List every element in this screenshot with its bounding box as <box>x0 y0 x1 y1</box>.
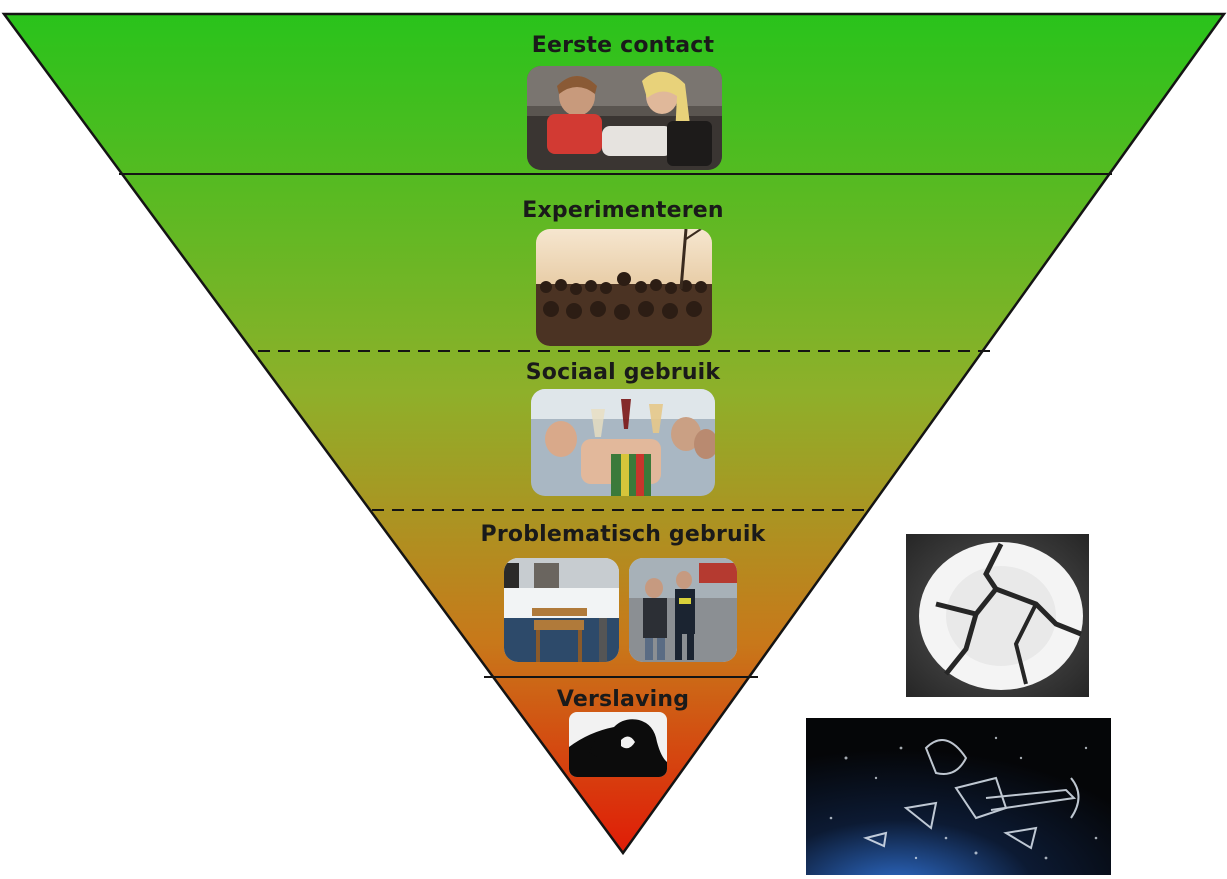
photo-classroom-desk <box>504 558 619 662</box>
level-title-experimenteren: Experimenteren <box>522 198 723 223</box>
photo-teens-on-couch <box>527 66 722 170</box>
photo-broken-plate <box>906 534 1089 697</box>
photo-festival-crowd <box>536 229 712 346</box>
level-title-verslaving: Verslaving <box>557 687 689 712</box>
photo-addiction-silhouette <box>569 712 667 777</box>
photo-toasting-glasses <box>531 389 715 496</box>
level-title-sociaal-gebruik: Sociaal gebruik <box>526 360 722 385</box>
level-title-problematisch-gebruik: Problematisch gebruik <box>481 522 767 547</box>
level-title-eerste-contact: Eerste contact <box>532 33 715 58</box>
photo-shattered-glass <box>806 718 1111 875</box>
photo-police-arrest <box>629 558 737 662</box>
